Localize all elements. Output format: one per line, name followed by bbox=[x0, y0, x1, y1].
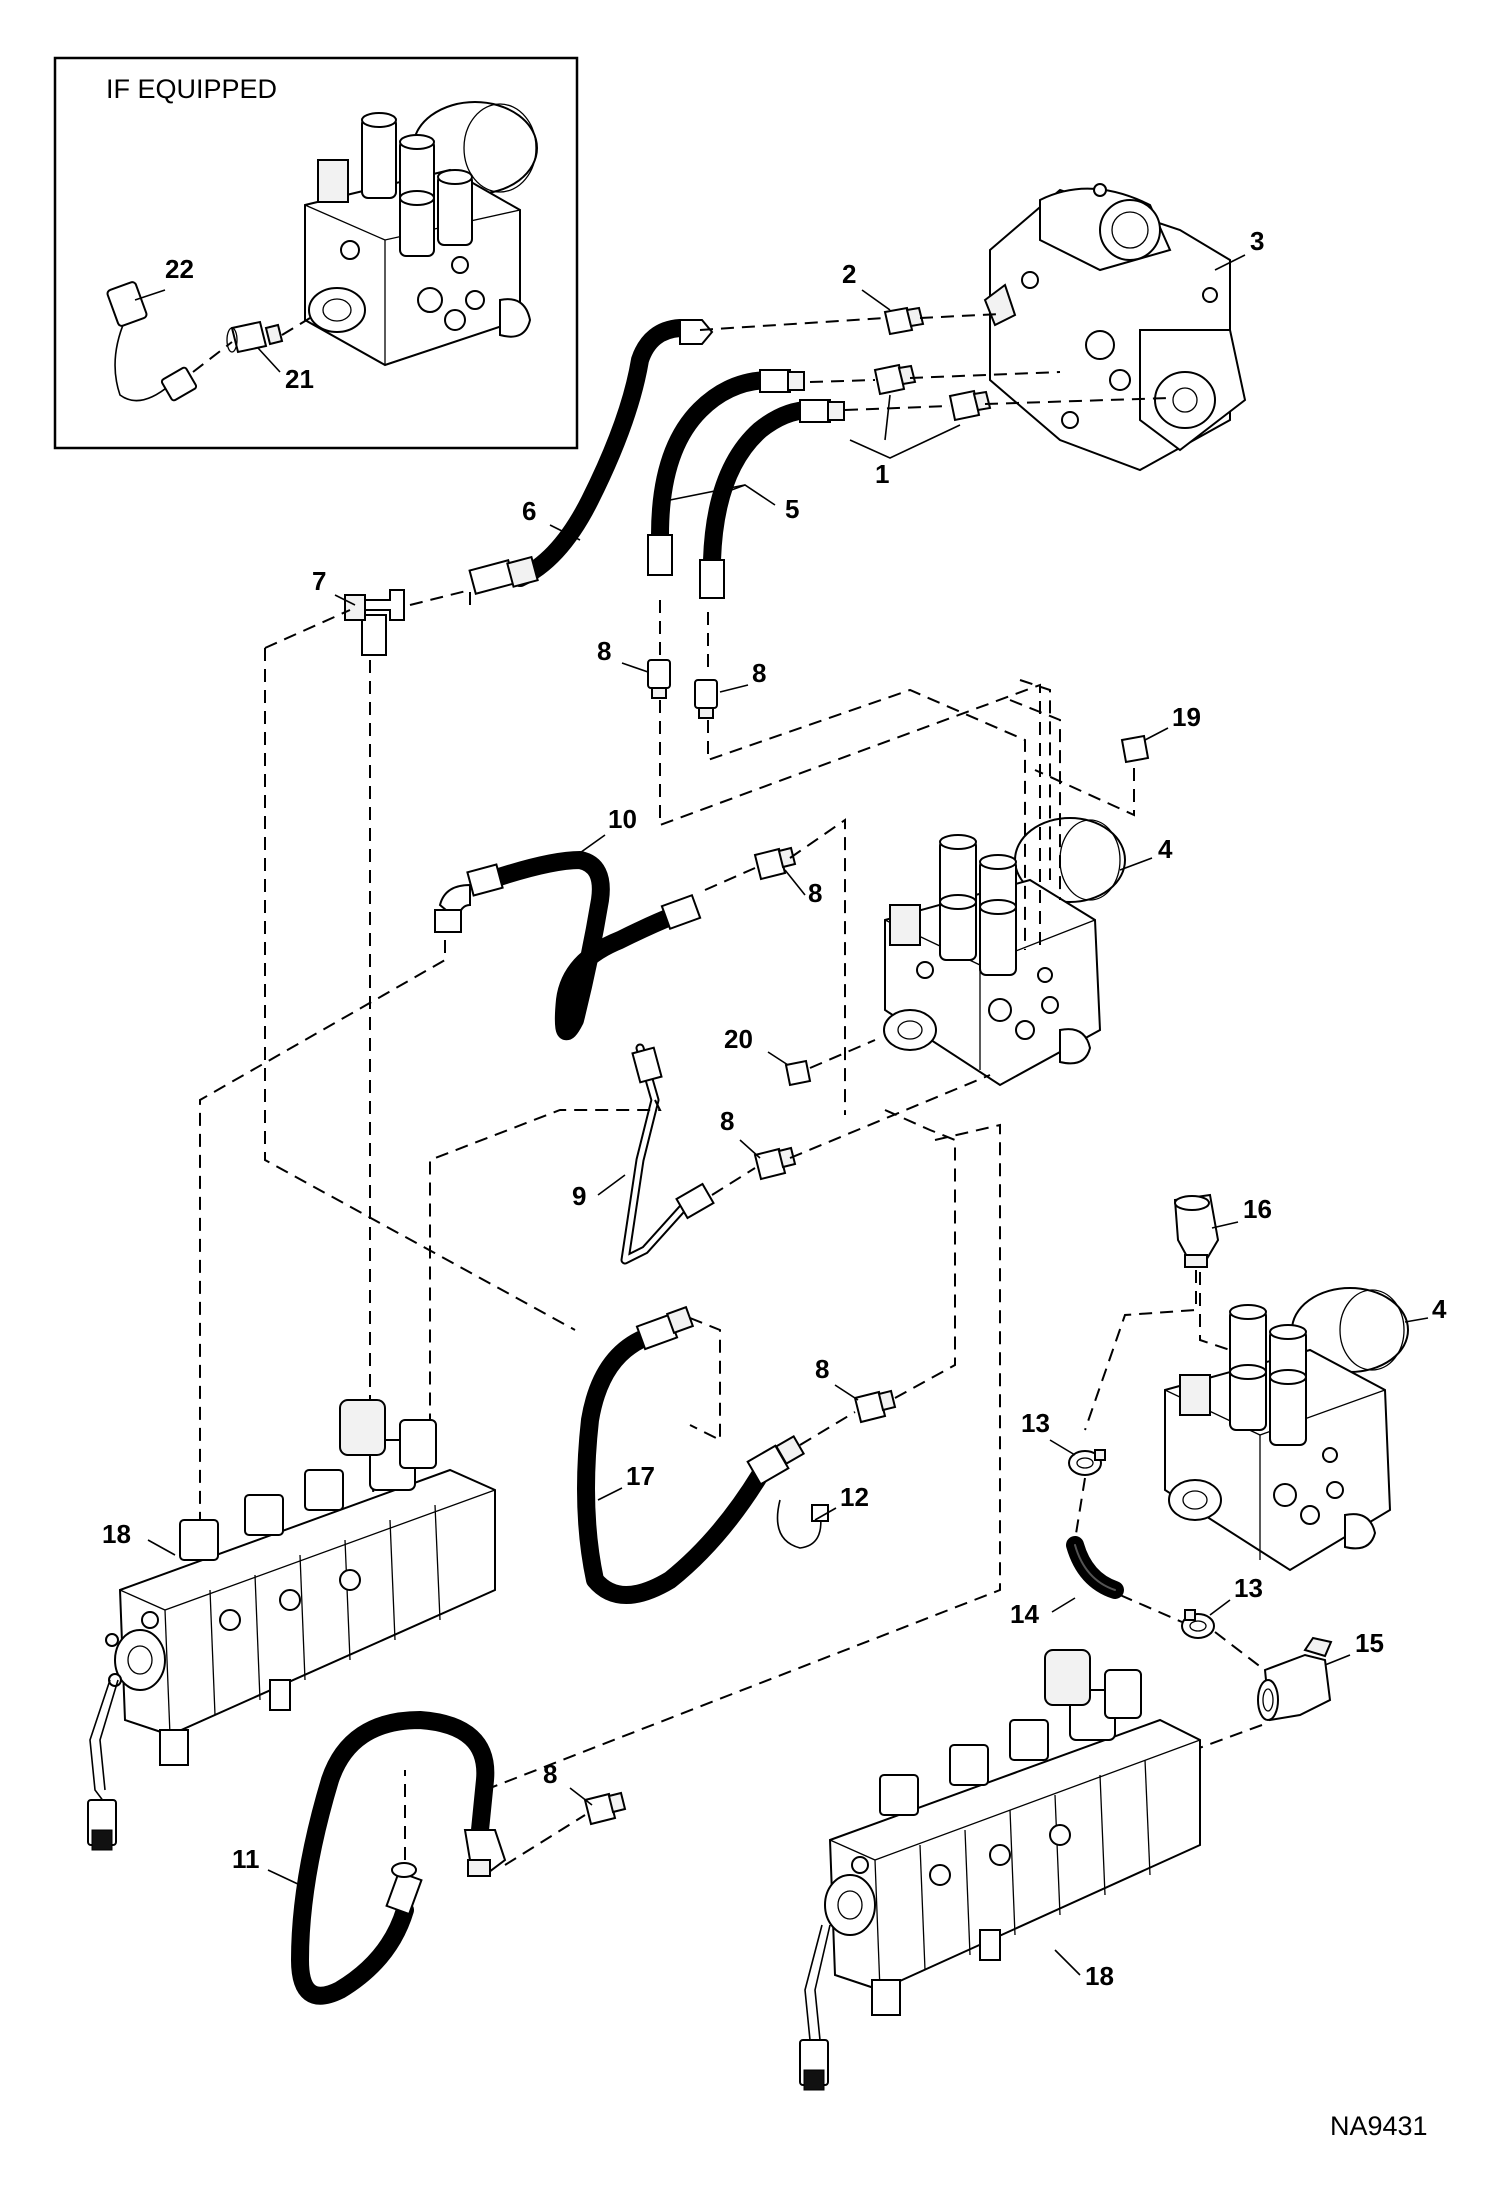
callouts: 3 2 1 5 6 7 8 8 19 10 4 8 20 8 9 16 bbox=[102, 226, 1447, 1991]
callout-6: 6 bbox=[522, 496, 536, 526]
part-14-hose bbox=[1066, 1536, 1124, 1599]
callout-8f: 8 bbox=[543, 1759, 557, 1789]
inset-title: IF EQUIPPED bbox=[106, 74, 277, 104]
part-9-tube bbox=[620, 1043, 715, 1265]
callout-8d: 8 bbox=[720, 1106, 734, 1136]
callout-4b: 4 bbox=[1432, 1294, 1447, 1324]
part-13-clamp-lower bbox=[1181, 1609, 1215, 1639]
figure-reference: NA9431 bbox=[1330, 2111, 1428, 2141]
part-8-fitting-f bbox=[583, 1791, 627, 1826]
part-17-hose bbox=[577, 1305, 806, 1604]
part-1-fitting-b bbox=[948, 389, 992, 422]
part-18-control-valve-right bbox=[799, 1649, 1201, 2091]
part-13-clamp-upper bbox=[1068, 1449, 1106, 1476]
part-3-hydraulic-pump bbox=[983, 183, 1247, 472]
part-8-fitting-a bbox=[647, 659, 671, 699]
part-20-plug bbox=[784, 1059, 812, 1087]
callout-21: 21 bbox=[285, 364, 314, 394]
part-5-hose-a bbox=[647, 369, 805, 576]
part-4-valve-center bbox=[883, 817, 1126, 1087]
callout-8c: 8 bbox=[808, 878, 822, 908]
part-8-fitting-b bbox=[694, 679, 718, 719]
part-8-fitting-d bbox=[753, 1146, 797, 1181]
callout-14: 14 bbox=[1010, 1599, 1039, 1629]
callout-8a: 8 bbox=[597, 636, 611, 666]
callout-19: 19 bbox=[1172, 702, 1201, 732]
part-11-hose bbox=[291, 1711, 507, 2005]
if-equipped-inset: IF EQUIPPED bbox=[53, 56, 579, 450]
callout-12: 12 bbox=[840, 1482, 869, 1512]
callout-1: 1 bbox=[875, 459, 889, 489]
callout-11: 11 bbox=[232, 1844, 260, 1874]
callout-3: 3 bbox=[1250, 226, 1264, 256]
part-10-hose bbox=[434, 851, 702, 1041]
callout-5: 5 bbox=[785, 494, 799, 524]
callout-16: 16 bbox=[1243, 1194, 1272, 1224]
part-2-fitting bbox=[883, 306, 925, 336]
part-15-elbow-fitting bbox=[1257, 1636, 1333, 1722]
callout-18a: 18 bbox=[102, 1519, 131, 1549]
part-5-hose-b bbox=[699, 399, 845, 599]
part-21-fitting bbox=[226, 320, 284, 354]
callout-18b: 18 bbox=[1085, 1961, 1114, 1991]
callout-20: 20 bbox=[724, 1024, 753, 1054]
callout-10: 10 bbox=[608, 804, 637, 834]
callout-13a: 13 bbox=[1021, 1408, 1050, 1438]
part-16-elbow bbox=[1173, 1193, 1220, 1268]
callout-8b: 8 bbox=[752, 658, 766, 688]
part-8-fitting-e bbox=[853, 1389, 897, 1424]
part-4-valve-right bbox=[1164, 1287, 1409, 1572]
callout-2: 2 bbox=[842, 259, 856, 289]
callout-8e: 8 bbox=[815, 1354, 829, 1384]
callout-9: 9 bbox=[572, 1181, 586, 1211]
part-6-hose bbox=[468, 319, 714, 595]
part-7-tee-fitting bbox=[344, 589, 405, 656]
part-19-plug bbox=[1120, 734, 1150, 764]
part-12-clamp bbox=[776, 1499, 829, 1549]
callout-15: 15 bbox=[1355, 1628, 1384, 1658]
part-8-fitting-c bbox=[753, 846, 797, 881]
callout-22: 22 bbox=[165, 254, 194, 284]
part-1-fitting-a bbox=[873, 363, 917, 396]
callout-17: 17 bbox=[626, 1461, 655, 1491]
part-22-wire-harness bbox=[106, 281, 198, 402]
callout-13b: 13 bbox=[1234, 1573, 1263, 1603]
callout-4a: 4 bbox=[1158, 834, 1173, 864]
part-18-control-valve-left bbox=[87, 1399, 496, 1851]
callout-7: 7 bbox=[312, 566, 326, 596]
